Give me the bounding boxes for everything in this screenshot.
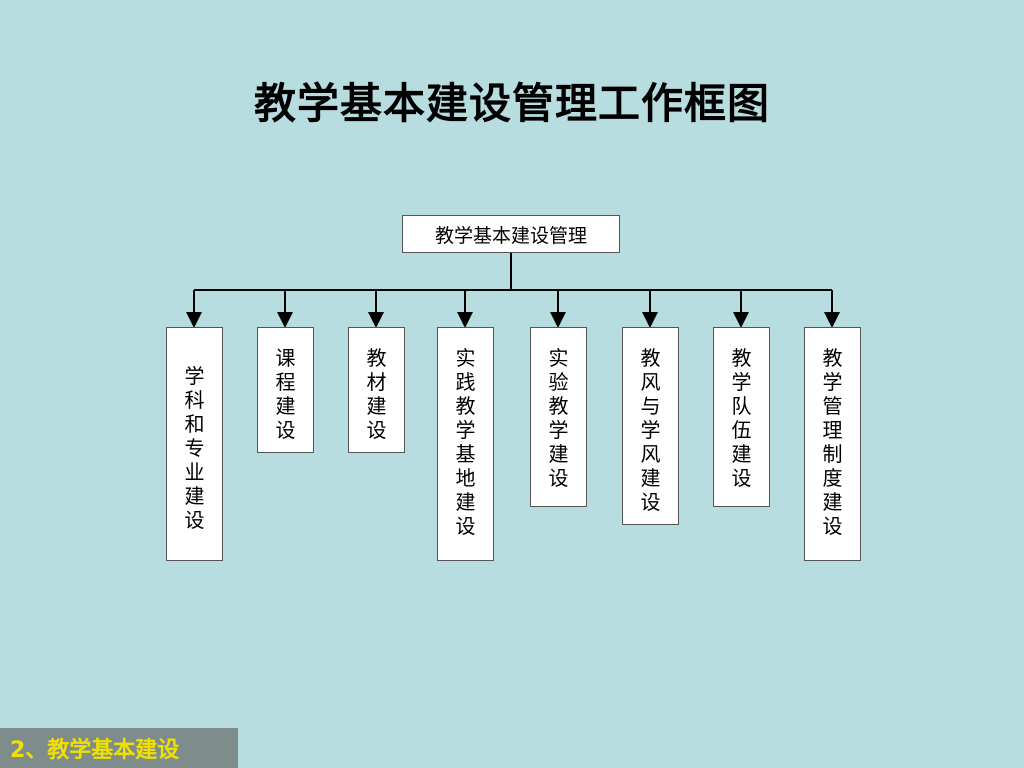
- child-node-label: 课程建设: [275, 346, 296, 442]
- root-node: 教学基本建设管理: [402, 215, 620, 253]
- child-node-management-system: 教学管理制度建设: [804, 327, 861, 561]
- child-node-label: 实践教学基地建设: [455, 346, 476, 538]
- child-node-label: 教学管理制度建设: [822, 346, 843, 538]
- child-node-label: 教风与学风建设: [640, 346, 661, 514]
- section-footer-label: 2、教学基本建设: [10, 738, 180, 763]
- child-node-label: 学科和专业建设: [184, 364, 205, 532]
- child-node-label: 实验教学建设: [548, 346, 569, 490]
- child-node-practice-base: 实践教学基地建设: [437, 327, 494, 561]
- child-node-teaching-style: 教风与学风建设: [622, 327, 679, 525]
- section-footer-tag: 2、教学基本建设: [0, 728, 238, 768]
- child-node-faculty: 教学队伍建设: [713, 327, 770, 507]
- child-node-discipline: 学科和专业建设: [166, 327, 223, 561]
- child-node-textbook: 教材建设: [348, 327, 405, 453]
- child-node-label: 教学队伍建设: [731, 346, 752, 490]
- slide-title: 教学基本建设管理工作框图: [253, 79, 770, 128]
- root-node-label: 教学基本建设管理: [434, 224, 587, 247]
- child-node-experiment: 实验教学建设: [530, 327, 587, 507]
- child-node-label: 教材建设: [366, 346, 387, 442]
- child-node-course: 课程建设: [257, 327, 314, 453]
